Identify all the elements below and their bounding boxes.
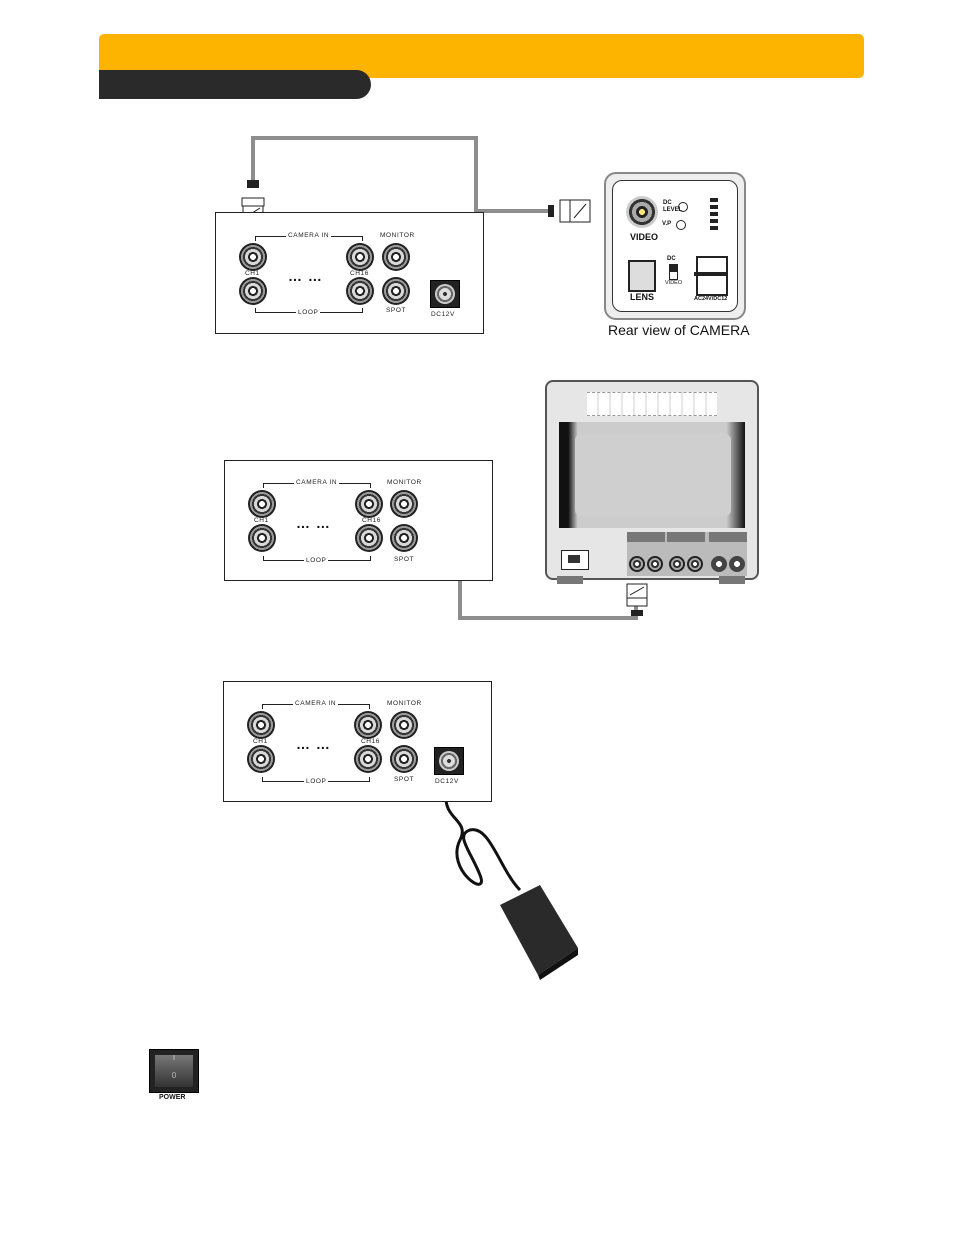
monitor-rear [545, 380, 759, 580]
camera-caption: Rear view of CAMERA [608, 322, 750, 338]
monitor-svideo-out[interactable] [729, 556, 745, 572]
ch16-loop-connector[interactable] [346, 277, 374, 305]
ch1-loop-connector[interactable] [239, 277, 267, 305]
ch1-in-connector[interactable] [239, 243, 267, 271]
loop-label: LOOP [304, 778, 328, 785]
monitor-connector[interactable] [382, 243, 410, 271]
ch1-label: CH1 [245, 270, 260, 277]
video-out-connector[interactable] [626, 196, 658, 228]
ch16-label: CH16 [361, 738, 380, 745]
spot-connector[interactable] [390, 524, 418, 552]
lens-label: LENS [630, 292, 654, 302]
ch1-loop-connector[interactable] [247, 745, 275, 773]
lens-connector[interactable] [628, 260, 656, 292]
ch1-in-connector[interactable] [247, 711, 275, 739]
loop-label: LOOP [296, 309, 320, 316]
spot-label: SPOT [394, 776, 414, 783]
spot-connector[interactable] [390, 745, 418, 773]
power-terminal-label: AC24V/DC12 [694, 296, 727, 302]
ch16-in-connector[interactable] [355, 490, 383, 518]
dip-switch[interactable] [710, 198, 718, 230]
monitor-svideo-in[interactable] [711, 556, 727, 572]
ellipsis: … … [296, 736, 331, 752]
spot-connector[interactable] [382, 277, 410, 305]
dc-level-knob[interactable] [678, 202, 688, 212]
video-label: VIDEO [630, 232, 658, 242]
camera-rear-body: DC LEVEL V.P VIDEO DC VIDEO LENS AC24V/D… [604, 172, 746, 320]
power-switch[interactable]: I 0 [149, 1049, 199, 1093]
dc12v-jack[interactable] [434, 747, 464, 775]
spot-label: SPOT [386, 307, 406, 314]
camera-in-label: CAMERA IN [293, 700, 338, 707]
ch16-label: CH16 [362, 517, 381, 524]
monitor-video-in-2[interactable] [669, 556, 685, 572]
monitor-video-out-1[interactable] [647, 556, 663, 572]
power-on-mark: I [155, 1055, 193, 1062]
ch16-loop-connector[interactable] [354, 745, 382, 773]
ch1-label: CH1 [254, 517, 269, 524]
monitor-video-out-2[interactable] [687, 556, 703, 572]
vp-label: V.P [662, 221, 671, 227]
monitor-io-panel [627, 532, 747, 576]
ch1-label: CH1 [253, 738, 268, 745]
ellipsis: … … [296, 515, 331, 531]
ch1-in-connector[interactable] [248, 490, 276, 518]
ch16-loop-connector[interactable] [355, 524, 383, 552]
spot-label: SPOT [394, 556, 414, 563]
ch16-in-connector[interactable] [346, 243, 374, 271]
dc-switch-label: DC [667, 256, 676, 262]
camera-in-label: CAMERA IN [294, 479, 339, 486]
ch1-loop-connector[interactable] [248, 524, 276, 552]
camera-in-label: CAMERA IN [286, 232, 331, 239]
ac-inlet[interactable] [561, 550, 589, 570]
video-switch-label: VIDEO [665, 280, 682, 286]
loop-label: LOOP [304, 557, 328, 564]
adapter-cord [446, 795, 520, 890]
power-terminal[interactable] [696, 256, 728, 296]
dc12v-label: DC12V [435, 778, 459, 785]
monitor-video-in-1[interactable] [629, 556, 645, 572]
monitor-connector[interactable] [390, 490, 418, 518]
monitor-connector[interactable] [390, 711, 418, 739]
power-off-mark: 0 [155, 1071, 193, 1080]
power-switch-label: POWER [159, 1094, 185, 1101]
ch16-in-connector[interactable] [354, 711, 382, 739]
vent-grille [587, 392, 717, 416]
ellipsis: … … [288, 268, 323, 284]
lens-type-switch[interactable] [669, 264, 678, 280]
ch16-label: CH16 [350, 270, 369, 277]
monitor-label: MONITOR [387, 700, 422, 707]
dc12v-jack[interactable] [430, 280, 460, 308]
camera-cable [253, 138, 548, 211]
monitor-label: MONITOR [380, 232, 415, 239]
dc12v-label: DC12V [431, 311, 455, 318]
vp-knob[interactable] [676, 220, 686, 230]
monitor-label: MONITOR [387, 479, 422, 486]
